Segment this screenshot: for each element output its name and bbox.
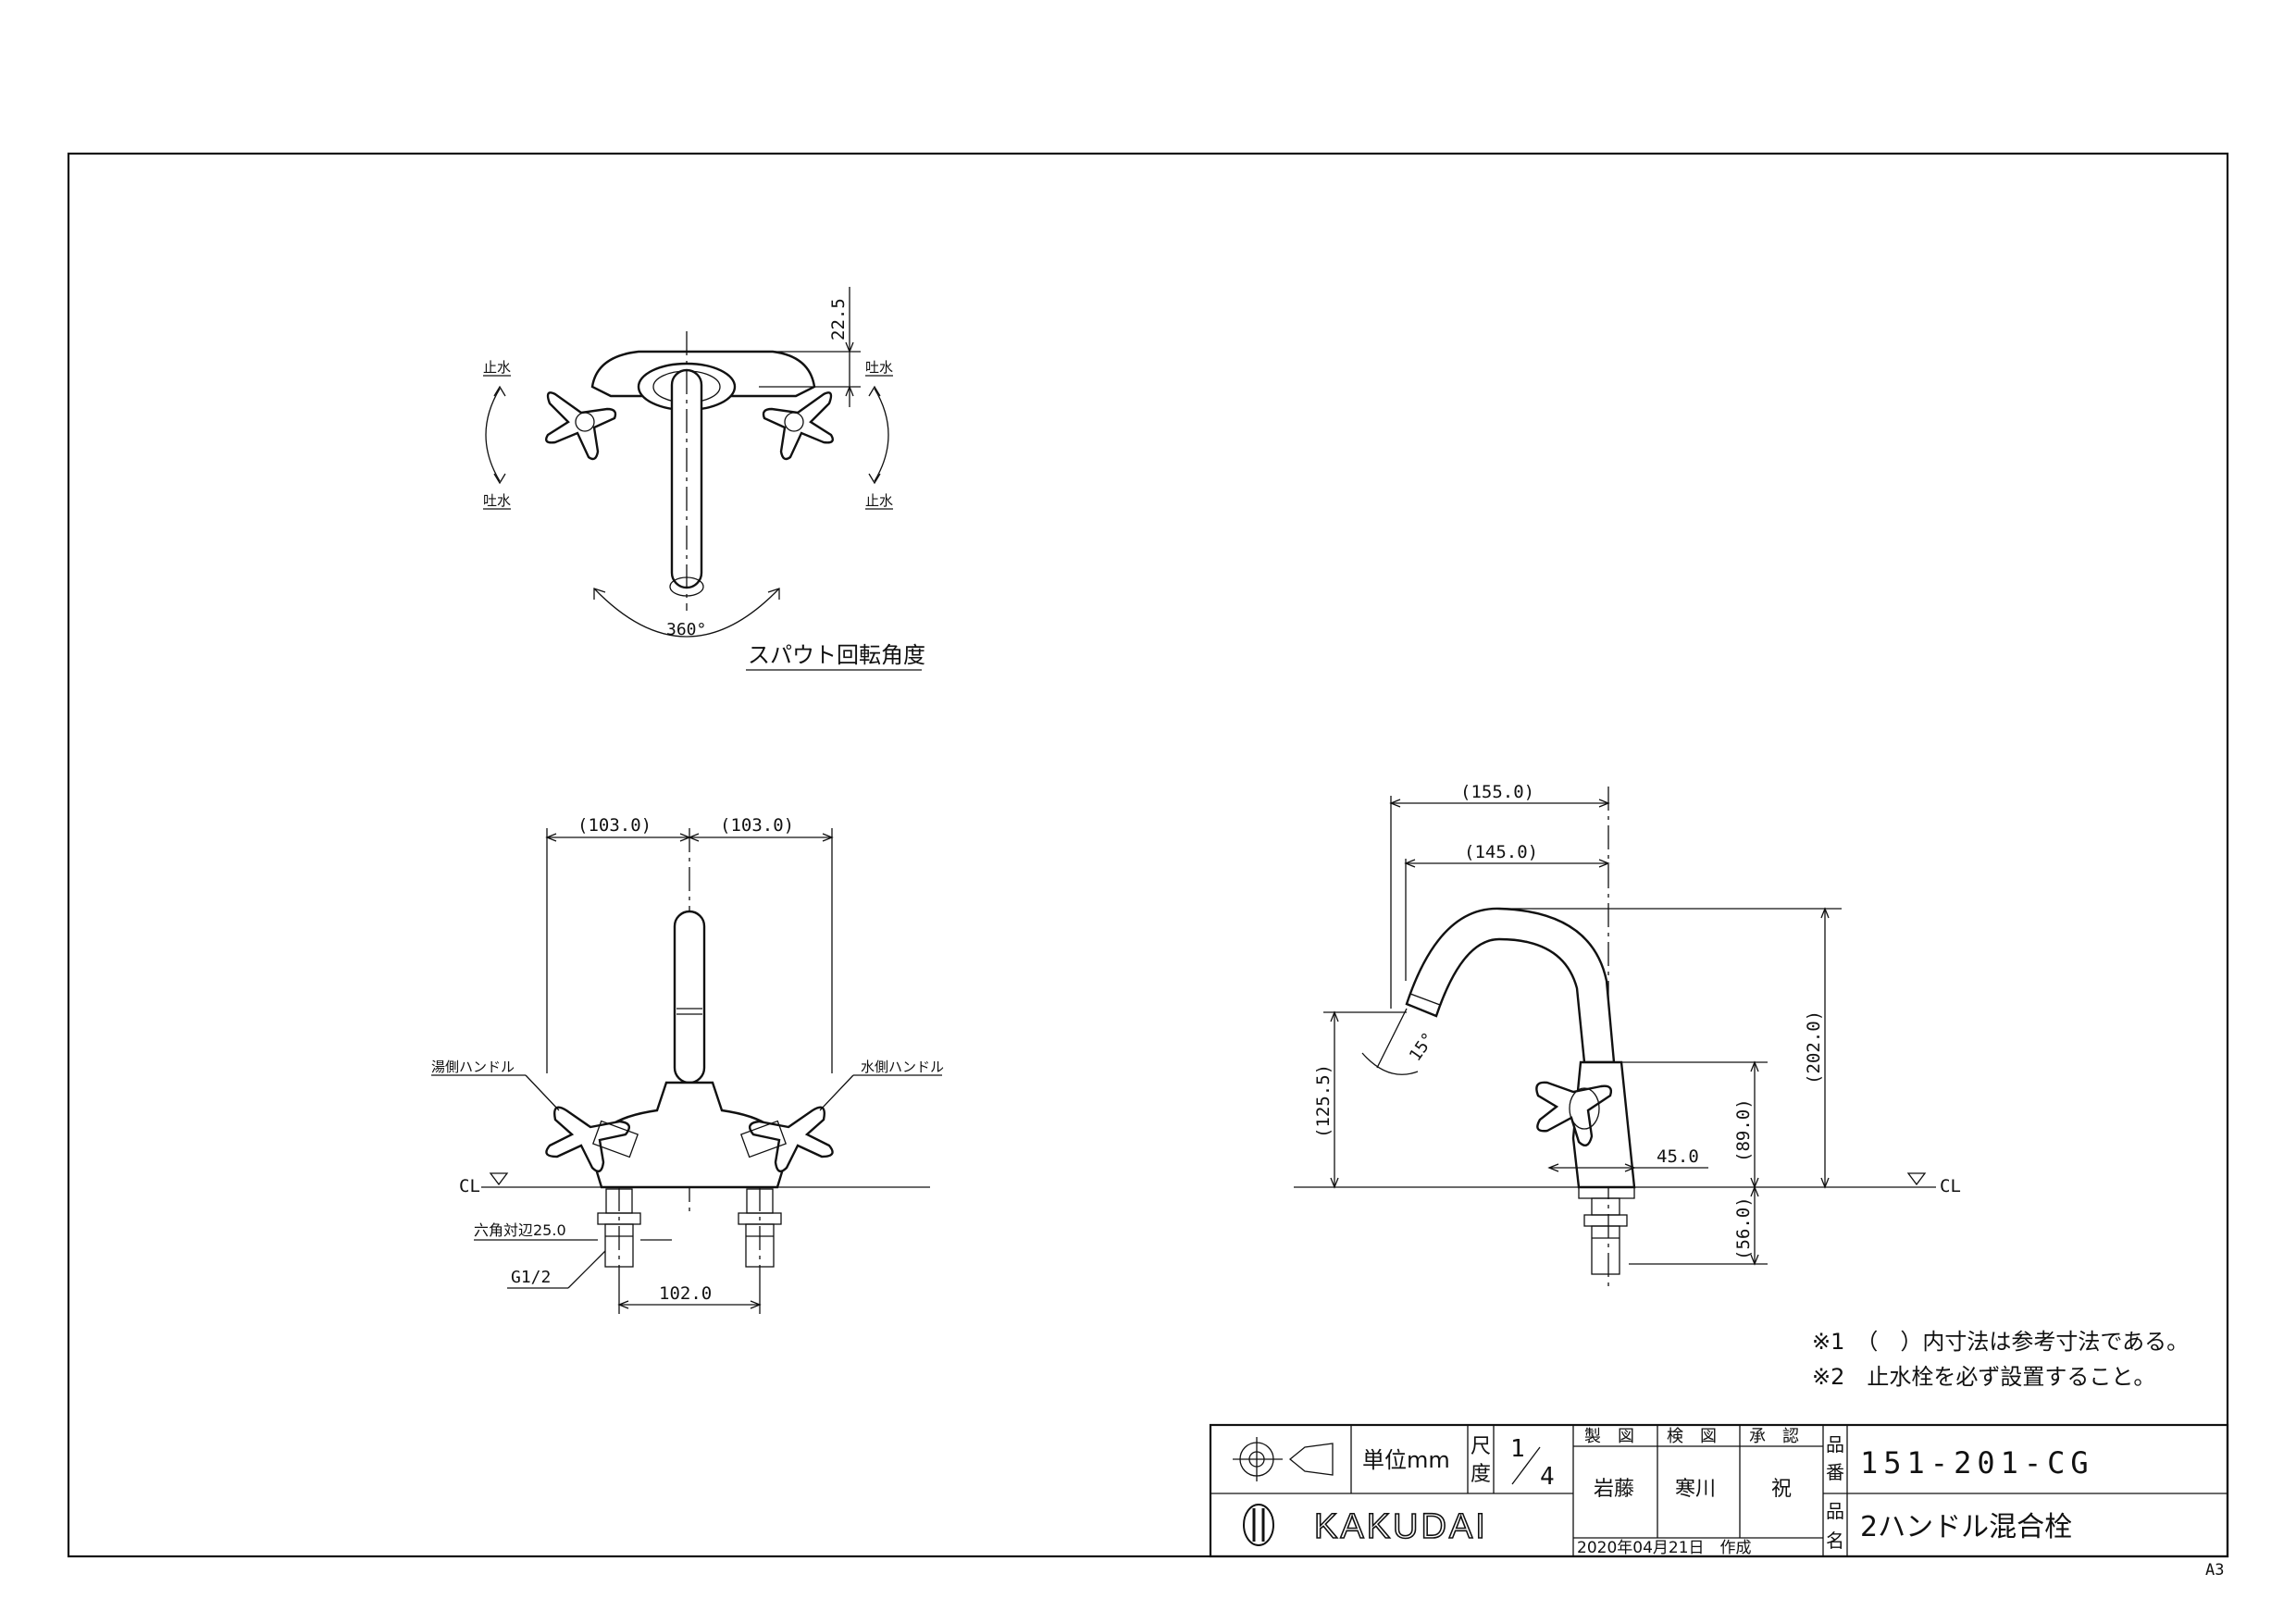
label-hot-handle: 湯側ハンドル	[431, 1059, 515, 1075]
scale-den: 4	[1540, 1463, 1555, 1491]
dim-155: (155.0)	[1460, 782, 1534, 802]
part-number: 151-201-CG	[1860, 1445, 2094, 1481]
label-cold-handle: 水側ハンドル	[861, 1059, 944, 1075]
label-stop-left: 止水	[483, 359, 511, 376]
name-make: 岩藤	[1594, 1478, 1634, 1501]
header-approve: 承 認	[1749, 1427, 1799, 1446]
dim-left-103: (103.0)	[577, 815, 652, 836]
name-label-1: 品	[1826, 1500, 1844, 1522]
label-discharge-right: 吐水	[865, 359, 893, 376]
dim-202: (202.0)	[1804, 1010, 1824, 1084]
label-discharge-left: 吐水	[483, 492, 511, 509]
sheet-size: A3	[2205, 1561, 2224, 1580]
dim-102: 102.0	[659, 1283, 712, 1304]
pn-label-2: 番	[1826, 1461, 1844, 1483]
front-cl: CL	[459, 1176, 480, 1196]
front-view: (103.0) (103.0) CL 湯	[431, 815, 944, 1314]
front-hot-handle	[545, 1106, 639, 1173]
part-name: 2ハンドル混合栓	[1860, 1511, 2072, 1543]
name-approve: 祝	[1771, 1478, 1792, 1501]
angle-15: 15°	[1406, 1029, 1439, 1065]
top-view: 22.5 止水 吐水 吐水 止水 360° スパウト回転角度	[483, 287, 925, 671]
unit-label: 単位mm	[1362, 1447, 1450, 1473]
dim-56: (56.0)	[1733, 1196, 1754, 1260]
scale-label-2: 度	[1471, 1463, 1491, 1486]
note-1: ※1 （ ）内寸法は参考寸法である。	[1812, 1329, 2189, 1355]
title-block: 単位mm 尺 度 1 4 製 図 検 図 承 認 岩藤 寒川 祝 2020年04…	[1209, 1423, 2229, 1558]
kakudai-logo: KAKUDAI	[1243, 1504, 1488, 1547]
date-created: 2020年04月21日 作成	[1577, 1539, 1752, 1557]
dim-right-103: (103.0)	[720, 815, 794, 836]
caption-spout-rotation: スパウト回転角度	[748, 642, 925, 668]
scale-num: 1	[1510, 1435, 1525, 1463]
name-check: 寒川	[1675, 1478, 1716, 1501]
pn-label-1: 品	[1826, 1433, 1844, 1456]
dim-45: 45.0	[1657, 1146, 1699, 1167]
scale-label-1: 尺	[1471, 1435, 1491, 1458]
side-cl: CL	[1940, 1176, 1961, 1196]
note-2: ※2 止水栓を必ず設置すること。	[1812, 1364, 2155, 1390]
header-make: 製 図	[1584, 1427, 1634, 1446]
header-check: 検 図	[1667, 1427, 1717, 1446]
top-right-handle	[762, 391, 834, 461]
side-handle	[1535, 1081, 1613, 1147]
dim-22-5: 22.5	[828, 298, 849, 341]
third-angle-projection-icon	[1233, 1437, 1334, 1481]
dim-145: (145.0)	[1464, 842, 1538, 862]
label-360: 360°	[666, 620, 706, 639]
dim-89: (89.0)	[1733, 1098, 1754, 1162]
sheet-border	[67, 152, 2229, 1558]
label-hex: 六角対辺25.0	[474, 1221, 566, 1239]
brand-wordmark: KAKUDAI	[1314, 1507, 1488, 1546]
label-thread: G1/2	[511, 1268, 551, 1287]
dim-125-5: (125.5)	[1313, 1064, 1334, 1138]
label-stop-right: 止水	[865, 492, 893, 509]
top-left-handle	[545, 391, 617, 461]
front-cold-handle	[739, 1106, 834, 1173]
side-view: (155.0) (145.0) CL (202.0) (125.5)	[1294, 782, 1961, 1286]
name-label-2: 名	[1826, 1530, 1844, 1552]
